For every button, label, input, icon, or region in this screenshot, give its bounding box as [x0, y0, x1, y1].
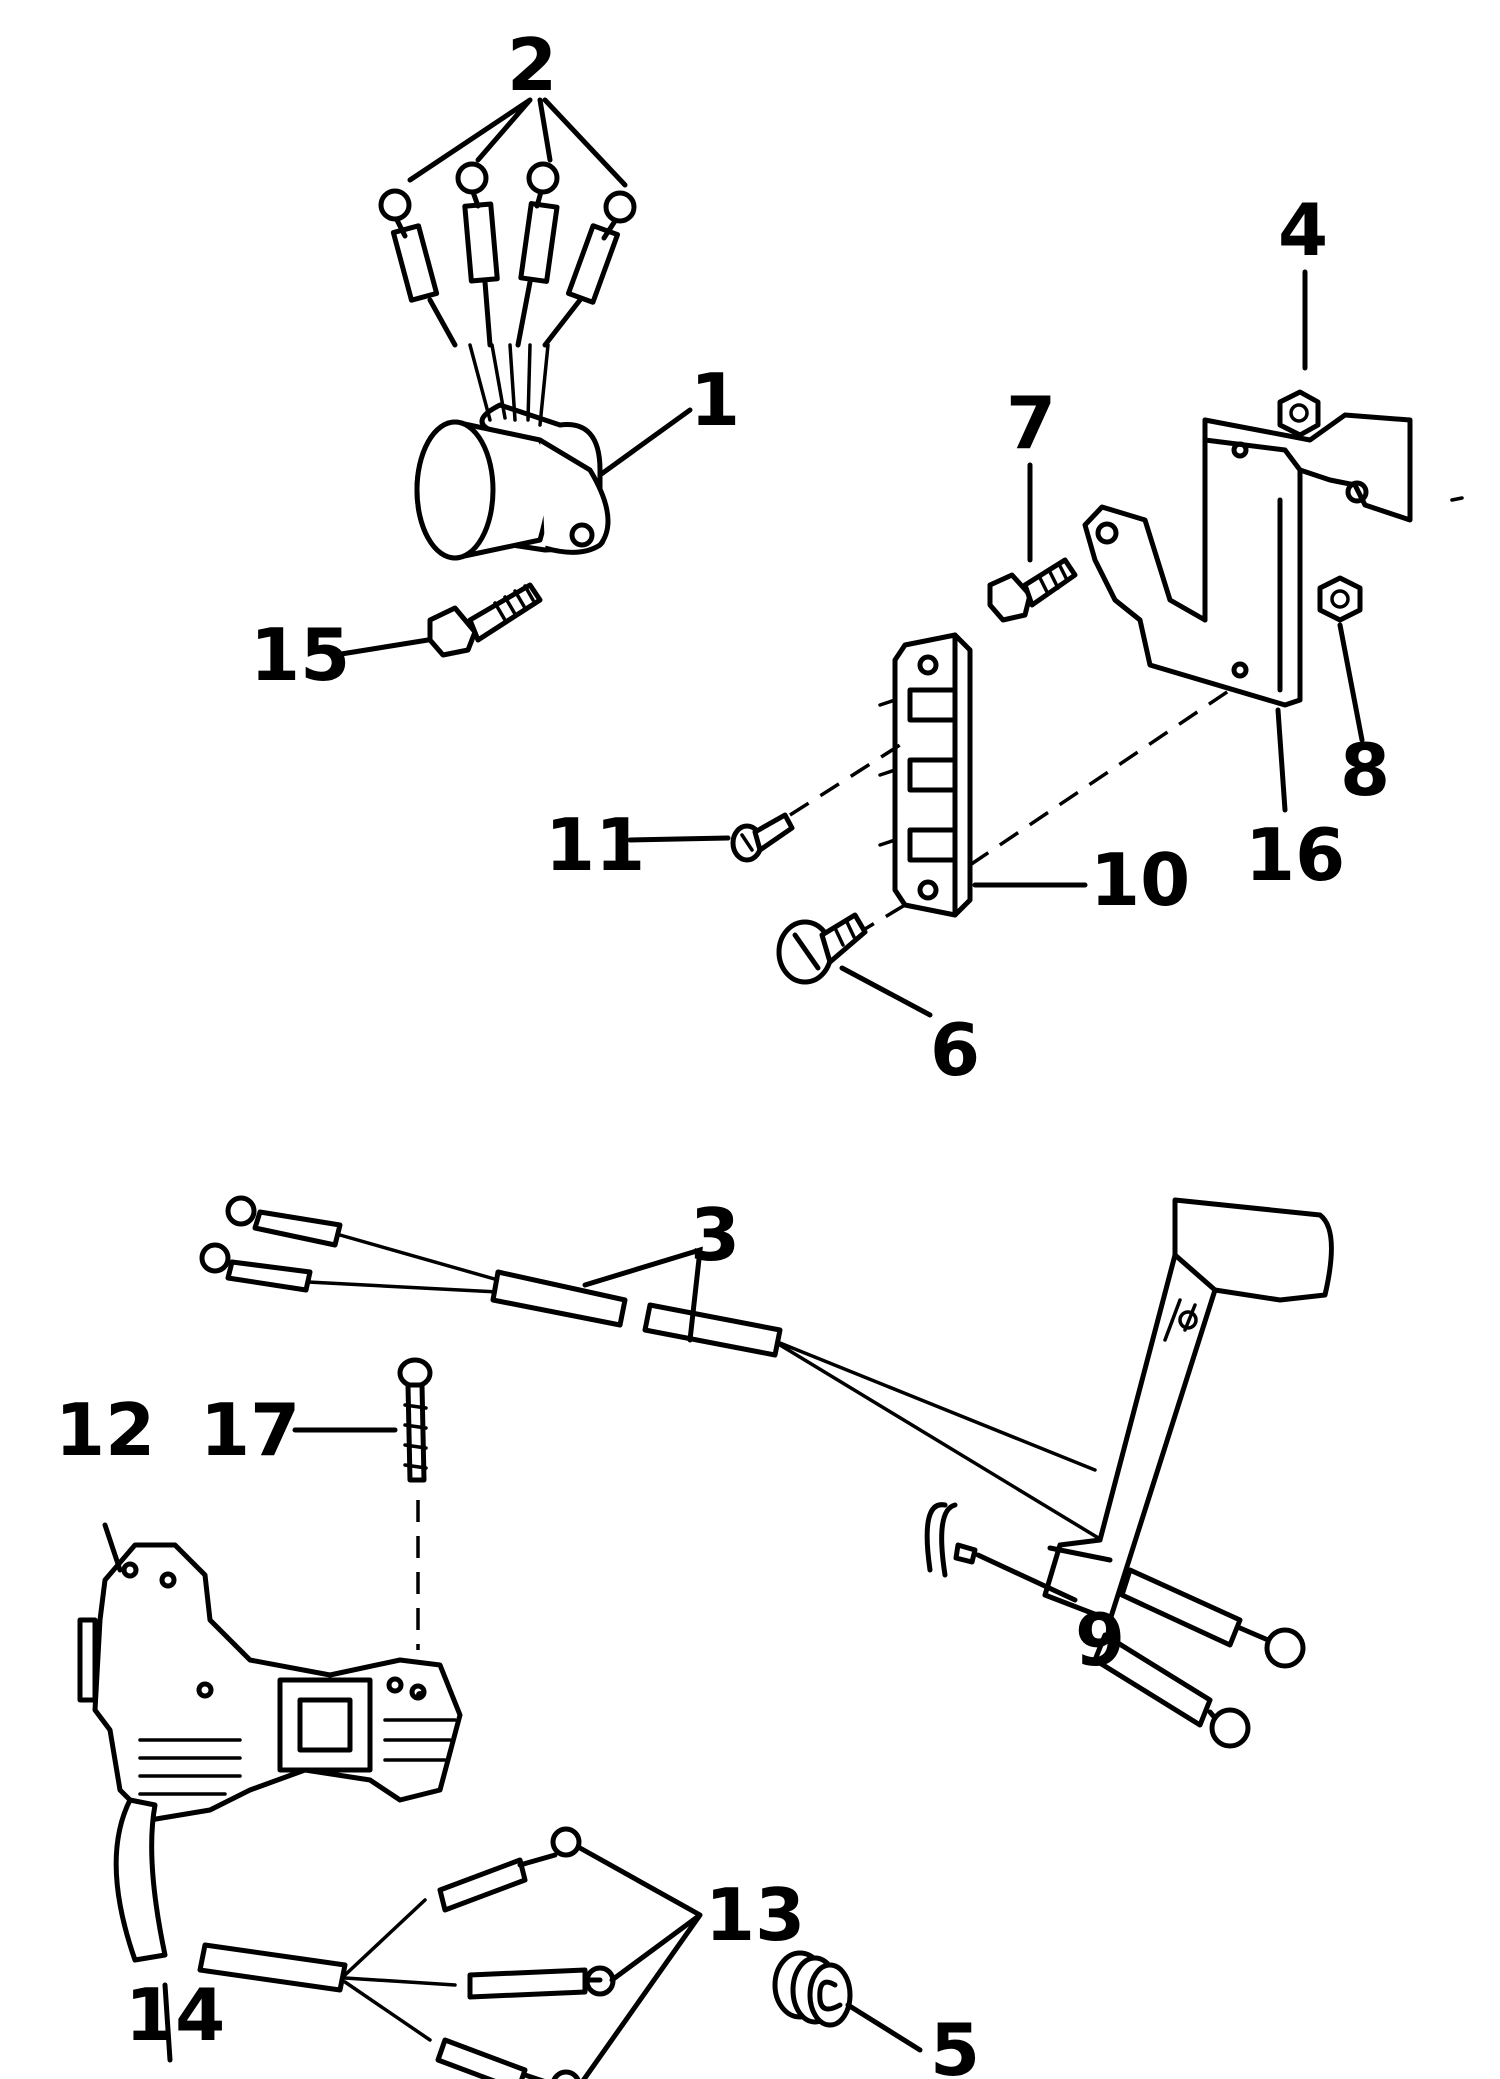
lead-b: [455, 161, 500, 348]
leader-6: [839, 965, 933, 1018]
part-17-screw: [397, 1357, 433, 1483]
label-part-7: 7: [1006, 381, 1056, 465]
leader-1: [597, 407, 693, 478]
label-part-1: 1: [690, 358, 740, 442]
part-10-terminal-block: [878, 632, 973, 918]
label-part-17: 17: [200, 1388, 300, 1472]
part-5-grommet: [772, 1950, 853, 2028]
part-3-harness: [199, 1195, 1334, 1749]
part-11-screw: [730, 812, 795, 863]
mount-line-10: [969, 688, 1231, 867]
lead-d: [542, 190, 637, 348]
label-part-8: 8: [1340, 728, 1390, 812]
label-part-11: 11: [545, 803, 645, 887]
leader-15: [332, 637, 431, 658]
lead-c: [515, 161, 560, 348]
part-9-clip: [924, 1502, 978, 1578]
leader-16: [1275, 707, 1288, 813]
label-part-4: 4: [1278, 188, 1328, 272]
leader-3: [582, 1246, 703, 1343]
leader-9: [975, 1552, 1078, 1603]
part-7-bolt: [987, 557, 1078, 623]
label-part-16: 16: [1245, 813, 1345, 897]
label-part-13: 13: [705, 1873, 805, 1957]
label-part-3: 3: [690, 1193, 740, 1277]
leader-11: [627, 835, 731, 843]
part-12-stator: [77, 1542, 463, 1993]
label-part-2: 2: [507, 23, 557, 107]
leader-13: [577, 1845, 703, 2079]
label-part-12: 12: [55, 1388, 155, 1472]
mount-line-11: [789, 743, 901, 817]
part-13-leads: [343, 1826, 616, 2079]
leader-8: [1337, 622, 1365, 743]
part-15-bolt: [427, 582, 543, 658]
label-part-9: 9: [1075, 1598, 1125, 1682]
leader-5: [845, 2002, 923, 2053]
part-4-nut: [1277, 389, 1321, 438]
leader-14: [162, 1982, 173, 2063]
label-part-10: 10: [1090, 838, 1190, 922]
leader-12: [102, 1522, 123, 1573]
part-16-bracket: [1082, 412, 1464, 708]
part-2-terminal-leads: [378, 161, 637, 348]
label-part-14: 14: [125, 1973, 225, 2057]
part-1-rectifier: [414, 343, 611, 561]
lead-a: [378, 188, 458, 348]
leader-2: [407, 97, 628, 188]
part-6-screw: [776, 912, 868, 985]
label-part-5: 5: [930, 2008, 980, 2079]
part-8-nut: [1317, 575, 1363, 623]
label-part-15: 15: [250, 613, 350, 697]
label-part-6: 6: [930, 1008, 980, 1092]
